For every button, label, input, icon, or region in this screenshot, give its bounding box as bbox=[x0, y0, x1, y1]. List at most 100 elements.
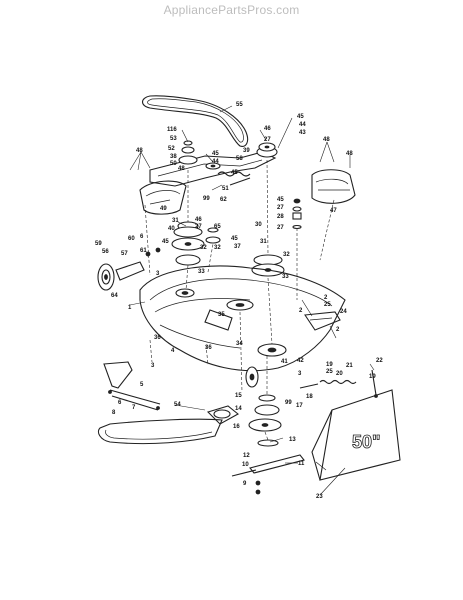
callout-41: 41 bbox=[281, 359, 288, 365]
right-spindle-assembly bbox=[251, 254, 285, 277]
callout-6-a: 6 bbox=[140, 234, 144, 240]
callout-27-d: 27 bbox=[195, 224, 202, 230]
callout-31: 31 bbox=[172, 218, 179, 224]
callout-62: 62 bbox=[220, 197, 227, 203]
callout-64: 64 bbox=[111, 293, 118, 299]
callout-3-b: 3 bbox=[151, 363, 155, 369]
callout-48-b: 48 bbox=[178, 166, 185, 172]
callout-10: 10 bbox=[242, 462, 249, 468]
callout-53: 53 bbox=[170, 136, 177, 142]
callout-16: 16 bbox=[233, 424, 240, 430]
callout-3-a: 3 bbox=[156, 271, 160, 277]
callout-33-a: 33 bbox=[198, 269, 205, 275]
callout-25-b: 25 bbox=[326, 369, 333, 375]
callout-31-b: 31 bbox=[260, 239, 267, 245]
callout-27-b: 27 bbox=[277, 205, 284, 211]
callout-44-a: 44 bbox=[212, 159, 219, 165]
leader-lines bbox=[129, 105, 375, 496]
callout-13: 13 bbox=[289, 437, 296, 443]
callout-43: 43 bbox=[299, 130, 306, 136]
callout-99-b: 99 bbox=[285, 400, 292, 406]
assembly-guidelines bbox=[144, 159, 335, 441]
callout-36-a: 36 bbox=[154, 335, 161, 341]
callout-56: 56 bbox=[102, 249, 109, 255]
callout-17: 17 bbox=[296, 403, 303, 409]
right-hardware-stack bbox=[292, 198, 302, 230]
callout-36-b: 36 bbox=[205, 345, 212, 351]
callout-39: 39 bbox=[243, 148, 250, 154]
callout-4: 4 bbox=[171, 348, 175, 354]
callout-8: 8 bbox=[112, 410, 116, 416]
callout-27-a: 27 bbox=[264, 137, 271, 143]
callout-23: 23 bbox=[316, 494, 323, 500]
site-watermark: AppliancePartsPros.com bbox=[163, 3, 300, 17]
callout-21: 21 bbox=[346, 363, 353, 369]
callout-60: 60 bbox=[128, 236, 135, 242]
callout-6-b: 6 bbox=[118, 400, 122, 406]
callout-52: 52 bbox=[168, 146, 175, 152]
callout-47: 47 bbox=[330, 208, 337, 214]
callout-50: 50 bbox=[170, 161, 177, 167]
callout-25-a: 25 bbox=[324, 302, 331, 308]
callout-116: 116 bbox=[167, 127, 177, 133]
callout-48-a: 48 bbox=[136, 148, 143, 154]
deck-hanger-bracket-right bbox=[304, 311, 341, 331]
deck-size-label: 50" bbox=[352, 432, 381, 452]
callout-61: 61 bbox=[140, 248, 147, 254]
callout-2-c: 2 bbox=[336, 327, 340, 333]
callout-24: 24 bbox=[340, 309, 347, 315]
callout-65: 65 bbox=[214, 224, 221, 230]
mower-deck bbox=[139, 265, 346, 372]
callout-5: 5 bbox=[140, 382, 144, 388]
callout-28: 28 bbox=[277, 214, 284, 220]
left-gauge-wheel bbox=[97, 247, 161, 291]
upper-drive-belt bbox=[141, 95, 249, 147]
callout-49: 49 bbox=[160, 206, 167, 212]
callout-14: 14 bbox=[235, 406, 242, 412]
callout-32-a: 32 bbox=[200, 245, 207, 251]
callout-20: 20 bbox=[336, 371, 343, 377]
deck-size-sign: 50" bbox=[311, 389, 401, 481]
callout-45-b: 45 bbox=[297, 114, 304, 120]
callout-54: 54 bbox=[174, 402, 181, 408]
callout-15: 15 bbox=[235, 393, 242, 399]
callout-40: 40 bbox=[168, 226, 175, 232]
part-callouts: 55 116 53 52 38 50 45 44 58 46 27 39 45 … bbox=[95, 102, 383, 500]
callout-30: 30 bbox=[255, 222, 262, 228]
deck-stabilizer-rods bbox=[103, 361, 161, 411]
callout-37: 37 bbox=[234, 244, 241, 250]
callout-45-c: 45 bbox=[231, 170, 238, 176]
callout-55: 55 bbox=[236, 102, 243, 108]
callout-51: 51 bbox=[222, 186, 229, 192]
callout-57: 57 bbox=[121, 251, 128, 257]
right-belt-shield bbox=[311, 169, 356, 204]
callout-2-b: 2 bbox=[299, 308, 303, 314]
callout-46-b: 46 bbox=[195, 217, 202, 223]
idler-spring-right bbox=[299, 369, 378, 398]
mower-blade-assembly bbox=[231, 439, 305, 495]
callout-33-b: 33 bbox=[282, 274, 289, 280]
callout-32-c: 32 bbox=[283, 252, 290, 258]
callout-18: 18 bbox=[306, 394, 313, 400]
callout-45-d: 45 bbox=[277, 197, 284, 203]
callout-58: 58 bbox=[236, 156, 243, 162]
center-spindle-lower bbox=[206, 394, 282, 432]
callout-42: 42 bbox=[297, 358, 304, 364]
callout-9: 9 bbox=[243, 481, 247, 487]
callout-1: 1 bbox=[128, 305, 132, 311]
idler-bracket-assembly bbox=[149, 140, 278, 187]
callout-19: 19 bbox=[326, 362, 333, 368]
callout-2-a: 2 bbox=[324, 295, 328, 301]
callout-7: 7 bbox=[132, 405, 136, 411]
callout-27-c: 27 bbox=[277, 225, 284, 231]
left-belt-shield bbox=[139, 180, 187, 215]
callout-44-b: 44 bbox=[299, 122, 306, 128]
callout-99-a: 99 bbox=[203, 196, 210, 202]
lower-deck-belt bbox=[97, 418, 223, 445]
callout-46-a: 46 bbox=[264, 126, 271, 132]
callout-45-f: 45 bbox=[162, 239, 169, 245]
callout-45-a: 45 bbox=[212, 151, 219, 157]
callout-34: 34 bbox=[236, 341, 243, 347]
rear-gauge-wheel bbox=[245, 366, 259, 388]
